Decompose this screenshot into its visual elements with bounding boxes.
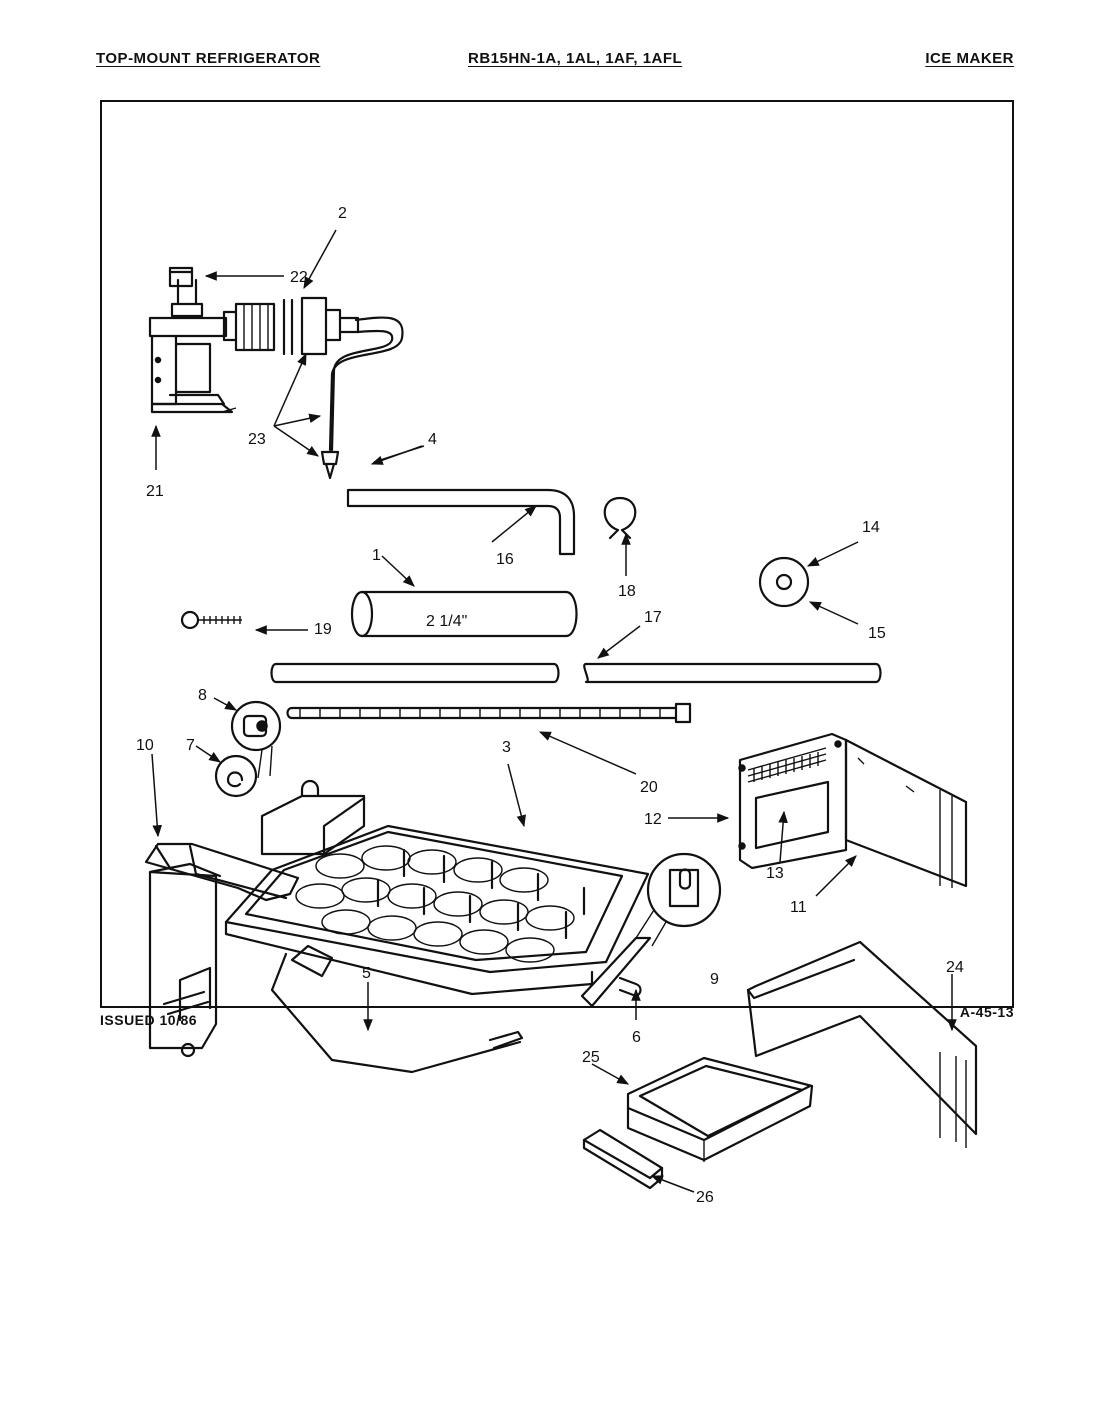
callout-9: 9: [710, 971, 719, 988]
callout-16: 16: [496, 551, 514, 568]
callout-11: 11: [790, 899, 807, 916]
fill-tube-right: [583, 662, 882, 684]
callout-18: 18: [618, 583, 636, 600]
leader-lines: [151, 229, 957, 1193]
detail-bracket: [635, 852, 722, 947]
fill-tube-left: [270, 662, 560, 684]
header-model-numbers: RB15HN-1A, 1AL, 1AF, 1AFL: [468, 50, 683, 67]
footer-page-code: A-45-13: [959, 1004, 1014, 1020]
callout-26: 26: [696, 1189, 714, 1206]
callout-10: 10: [136, 737, 154, 754]
washer: [758, 556, 810, 608]
header-section-title: ICE MAKER: [925, 50, 1014, 67]
bent-tube: [346, 488, 576, 556]
callout-23: 23: [248, 431, 266, 448]
callout-labels: 1 2 3 4 5 6 7 8 9 10 11 12 13 14 15 16 1…: [136, 205, 964, 1206]
header-product-type: TOP-MOUNT REFRIGERATOR: [96, 50, 321, 67]
callout-4: 4: [428, 431, 437, 448]
wire-clip: [180, 610, 242, 630]
callout-22: 22: [290, 269, 308, 286]
front-cover: [738, 732, 968, 888]
callout-13: 13: [766, 865, 784, 882]
water-valve-assembly: [148, 266, 404, 480]
callout-3: 3: [502, 739, 511, 756]
bin-rail: [582, 1128, 664, 1190]
cable-tie: [286, 702, 692, 724]
diagram-frame: [100, 100, 1014, 1008]
callout-8: 8: [198, 687, 207, 704]
callout-2: 2: [338, 205, 347, 222]
sleeve-tube: 2 1/4": [350, 590, 578, 638]
ice-bin: [626, 1056, 814, 1162]
detail-clip: [214, 754, 258, 798]
callout-20: 20: [640, 779, 658, 796]
callout-24: 24: [946, 959, 964, 976]
callout-7: 7: [186, 737, 195, 754]
tube-dimension-label: 2 1/4": [426, 613, 467, 630]
callout-5: 5: [362, 965, 371, 982]
detail-bushing: [230, 700, 282, 779]
callout-19: 19: [314, 621, 332, 638]
callout-25: 25: [582, 1049, 600, 1066]
tube-clamp: [603, 496, 637, 540]
stray-marks: · ·: [590, 1052, 600, 1063]
callout-17: 17: [644, 609, 662, 626]
ice-deflector: [746, 940, 978, 1148]
callout-21: 21: [146, 483, 164, 500]
footer-issue-date: ISSUED 10/86: [100, 1012, 198, 1028]
ice-maker-unit: [144, 779, 652, 1074]
callout-15: 15: [868, 625, 886, 642]
callout-14: 14: [862, 519, 880, 536]
callout-6: 6: [632, 1029, 641, 1046]
callout-1: 1: [372, 547, 381, 564]
callout-12: 12: [644, 811, 662, 828]
valve-nut: [168, 266, 194, 288]
